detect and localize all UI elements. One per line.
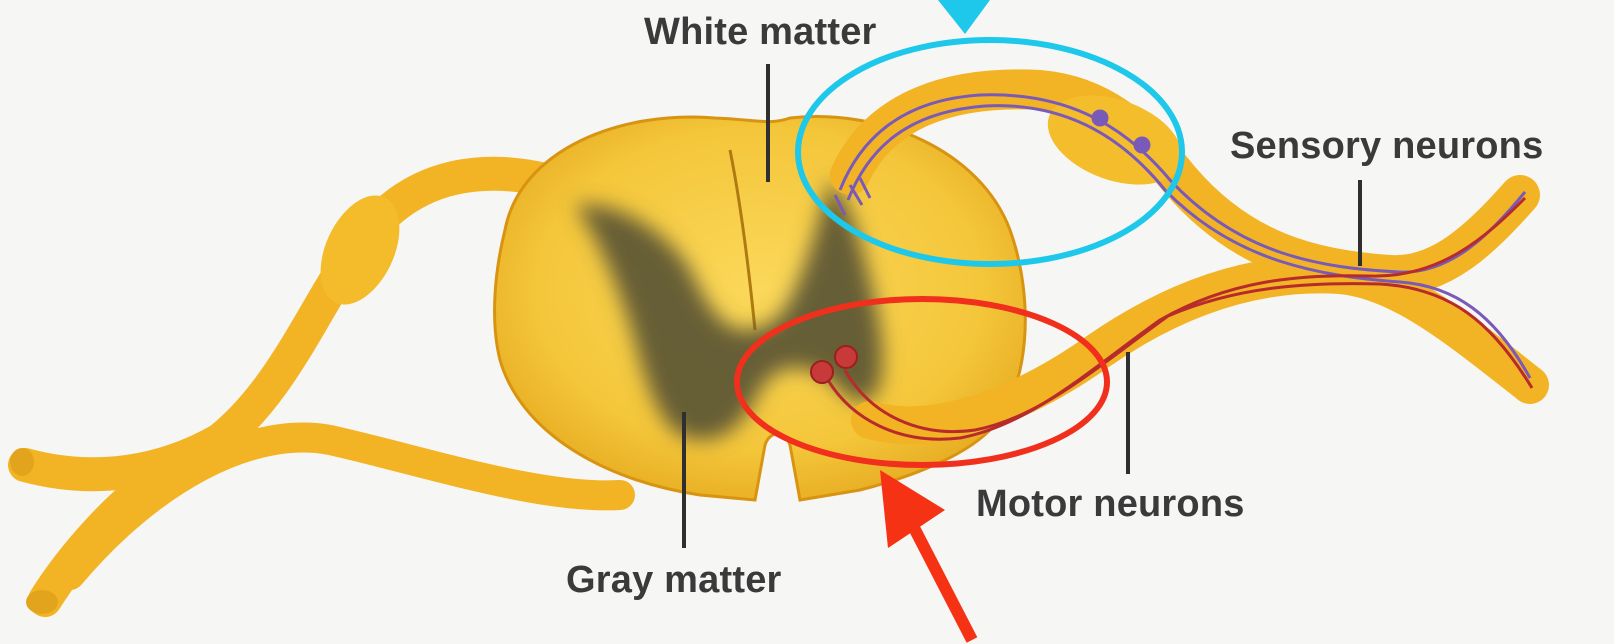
sensory-arrow-head — [938, 0, 990, 34]
spinal-cord-section — [495, 117, 1026, 500]
motor-neurons-label: Motor neurons — [976, 483, 1245, 525]
motor-neuron-body-2 — [835, 346, 857, 368]
left-nerve-cut-end-top — [10, 448, 34, 476]
white-matter-label: White matter — [644, 11, 877, 53]
gray-matter-label: Gray matter — [566, 559, 782, 601]
motor-arrow — [880, 470, 972, 640]
sensory-arrow — [938, 0, 990, 34]
sensory-neurons-label: Sensory neurons — [1230, 125, 1543, 167]
spinal-cord-body — [495, 117, 1026, 500]
left-nerve-cut-end — [26, 590, 58, 614]
motor-neuron-body-1 — [811, 361, 833, 383]
motor-arrow-shaft — [910, 520, 972, 640]
